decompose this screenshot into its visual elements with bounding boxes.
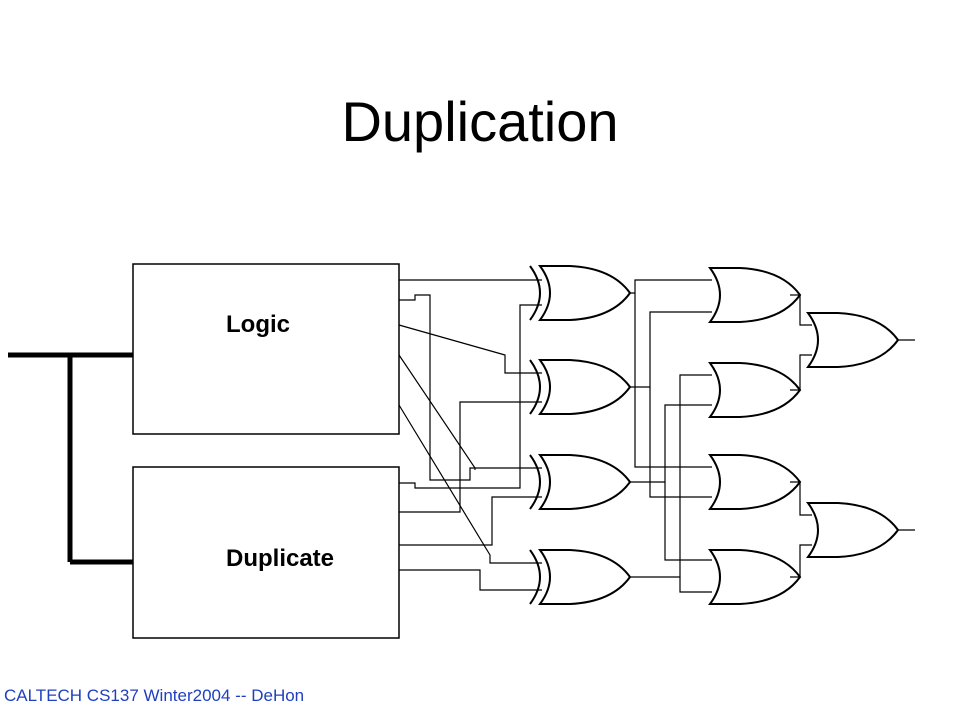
or-stage1-output-wires: [790, 294, 812, 578]
or-gate-stage1-3: [709, 454, 801, 510]
xor-gate-2: [529, 359, 631, 415]
xor-output-wires: [630, 279, 712, 593]
duplicate-block-label: Duplicate: [226, 545, 334, 572]
xor-gate-3: [529, 454, 631, 510]
page-title: Duplication: [341, 90, 619, 153]
input-bus: [8, 352, 133, 565]
logic-block-label: Logic: [226, 311, 290, 338]
duplicate-output-wires: [399, 304, 542, 591]
or-gate-stage1-1: [709, 267, 801, 323]
final-output-wires: [898, 339, 915, 531]
logic-block: [132, 263, 400, 435]
xor-gate-1: [529, 265, 631, 321]
or-gate-stage1-2: [709, 362, 801, 418]
or-gate-stage2-2: [807, 502, 899, 558]
footer-credit: CALTECH CS137 Winter2004 -- DeHon: [4, 686, 305, 705]
duplicate-block: [132, 466, 400, 639]
or-gate-stage2-1: [807, 312, 899, 368]
xor-gate-4: [529, 549, 631, 605]
or-gate-stage1-4: [709, 549, 801, 605]
logic-output-wires: [398, 279, 542, 564]
